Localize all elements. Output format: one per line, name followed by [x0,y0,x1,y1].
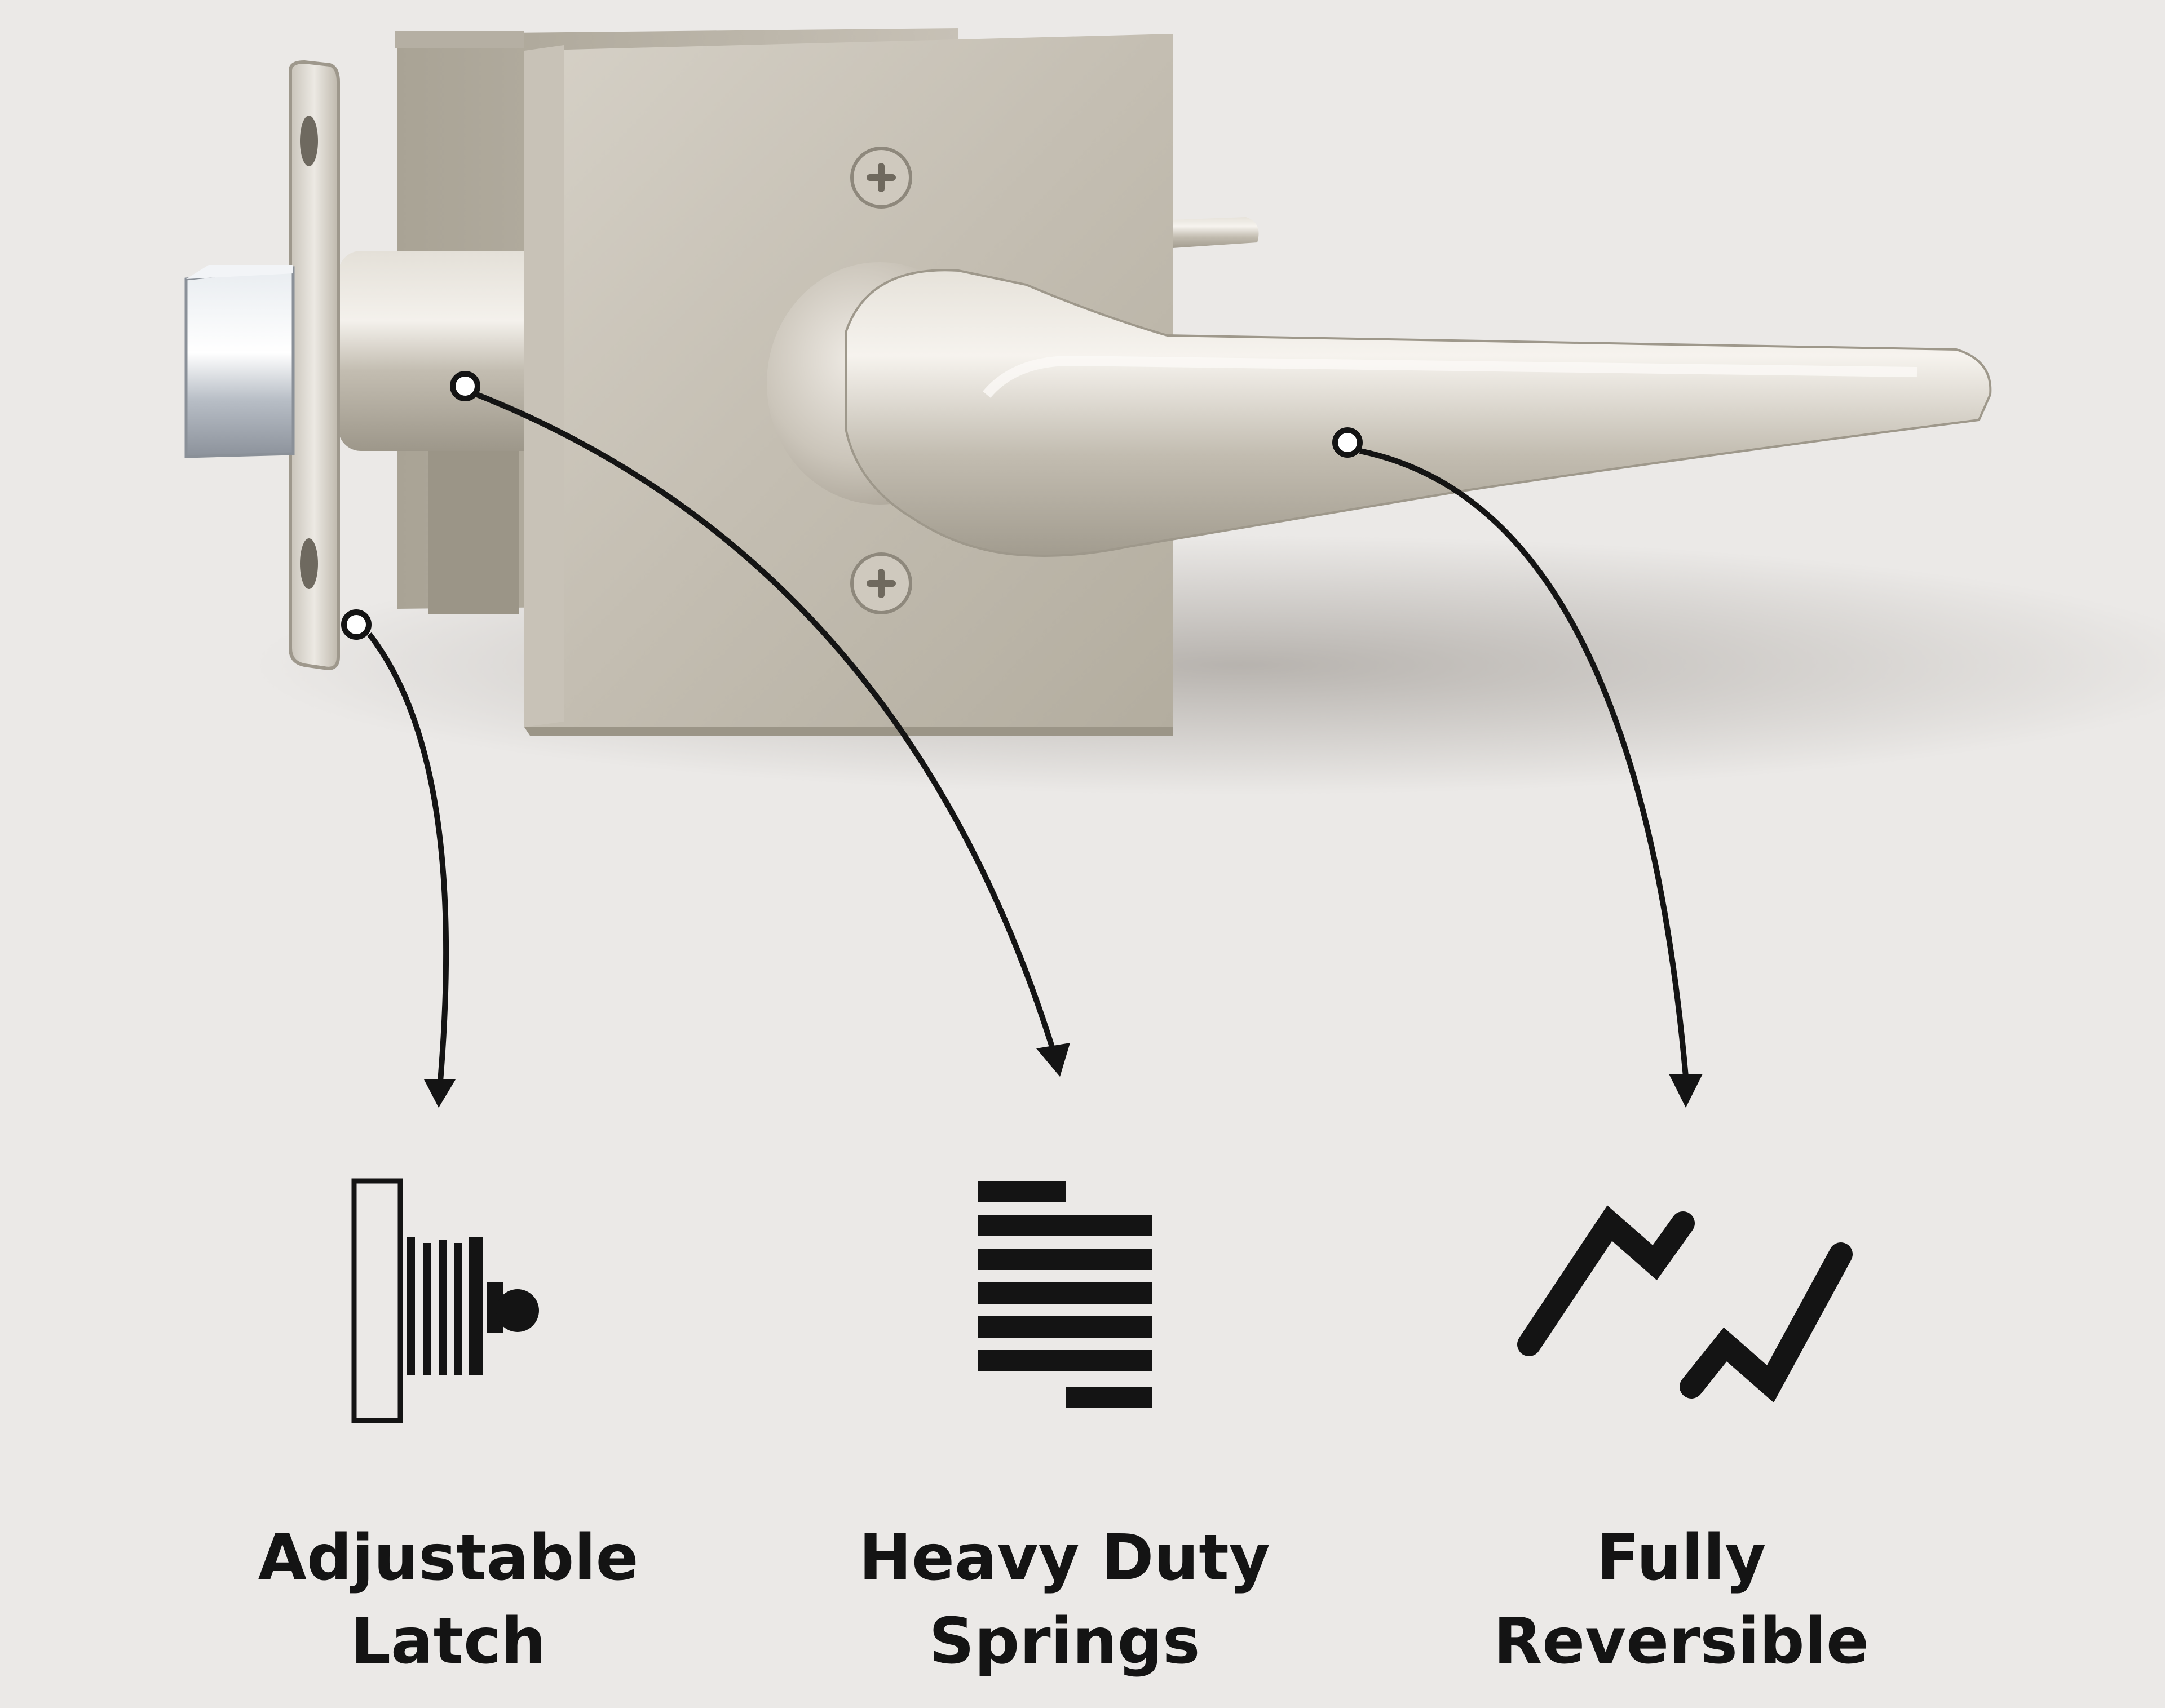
feature-label-fully-reversible: Fully Reversible [1399,1516,1963,1683]
rear-lever-stub [1173,217,1259,248]
feature-label-line2: Springs [929,1605,1200,1678]
callout-heavy-duty-springs [450,371,1070,1077]
adjustable-latch-icon [351,1178,539,1423]
latch-faceplate [289,60,340,670]
screw-bottom-icon [850,552,912,614]
heavy-duty-springs-icon [978,1181,1152,1408]
feature-label-adjustable-latch: Adjustable Latch [166,1516,730,1683]
feature-label-line1: Adjustable [258,1521,639,1595]
lever-handle [845,269,1992,557]
feature-label-line2: Latch [350,1605,546,1678]
feature-label-heavy-duty-springs: Heavy Duty Springs [783,1516,1346,1683]
latch-bolt [184,265,295,458]
latch-tube [338,251,553,451]
feature-label-line2: Reversible [1494,1605,1869,1678]
callout-adjustable-latch [341,609,456,1108]
feature-label-line1: Heavy Duty [859,1521,1270,1595]
screw-top-icon [850,147,912,209]
callout-fully-reversible [1332,427,1703,1108]
feature-label-line1: Fully [1596,1521,1766,1595]
fully-reversible-icon [1517,1205,1853,1403]
